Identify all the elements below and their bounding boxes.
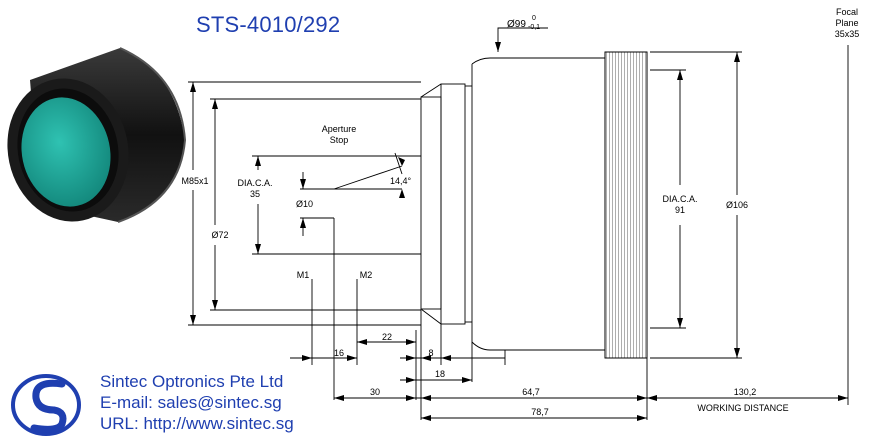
dia-99-tol-upper: 0: [532, 15, 536, 22]
company-name: Sintec Optronics Pte Ltd: [100, 372, 284, 391]
dim-8: 8: [428, 348, 433, 358]
company-url[interactable]: URL: http://www.sintec.sg: [100, 414, 294, 433]
focal-label-3: 35x35: [835, 29, 860, 39]
knurled-ring: [604, 51, 648, 359]
dim-30: 30: [370, 387, 380, 397]
dim-22: 22: [382, 332, 392, 342]
working-distance-label: WORKING DISTANCE: [697, 403, 788, 413]
main-barrel: [471, 57, 606, 351]
dia-ca-91-label-2: 91: [675, 205, 685, 215]
thread-label: M85x1: [181, 176, 208, 186]
mount-flange: [420, 96, 442, 310]
lens-photo: [7, 47, 187, 223]
aperture-label-2: Stop: [330, 135, 349, 145]
focal-label-1: Focal: [836, 7, 858, 17]
company-email[interactable]: E-mail: sales@sintec.sg: [100, 393, 282, 412]
m2-label: M2: [360, 270, 373, 280]
dia-99-tol-lower: -0,1: [528, 24, 540, 31]
dia-ca-35-label-1: DIA.C.A.: [237, 178, 272, 188]
dia-99-label: Ø99: [507, 19, 526, 30]
dim-16: 16: [334, 348, 344, 358]
dim-18: 18: [435, 369, 445, 379]
dia-10-label: Ø10: [296, 199, 313, 209]
dim-78-7: 78,7: [531, 407, 549, 417]
dimension-arrows: [190, 42, 848, 421]
dia-72-label: Ø72: [211, 230, 228, 240]
aperture-label-1: Aperture: [322, 124, 357, 134]
company-logo: [11, 374, 81, 436]
dia-106-label: Ø106: [726, 200, 748, 210]
focal-label-2: Plane: [835, 18, 858, 28]
product-title: STS-4010/292: [196, 12, 341, 37]
dim-64-7: 64,7: [522, 387, 540, 397]
m1-label: M1: [297, 270, 310, 280]
angle-label: 14,4°: [390, 176, 412, 186]
focus-ring: [440, 83, 466, 325]
dia-ca-91-label-1: DIA.C.A.: [662, 194, 697, 204]
dim-130-2: 130,2: [734, 387, 757, 397]
dia-ca-35-label-2: 35: [250, 189, 260, 199]
